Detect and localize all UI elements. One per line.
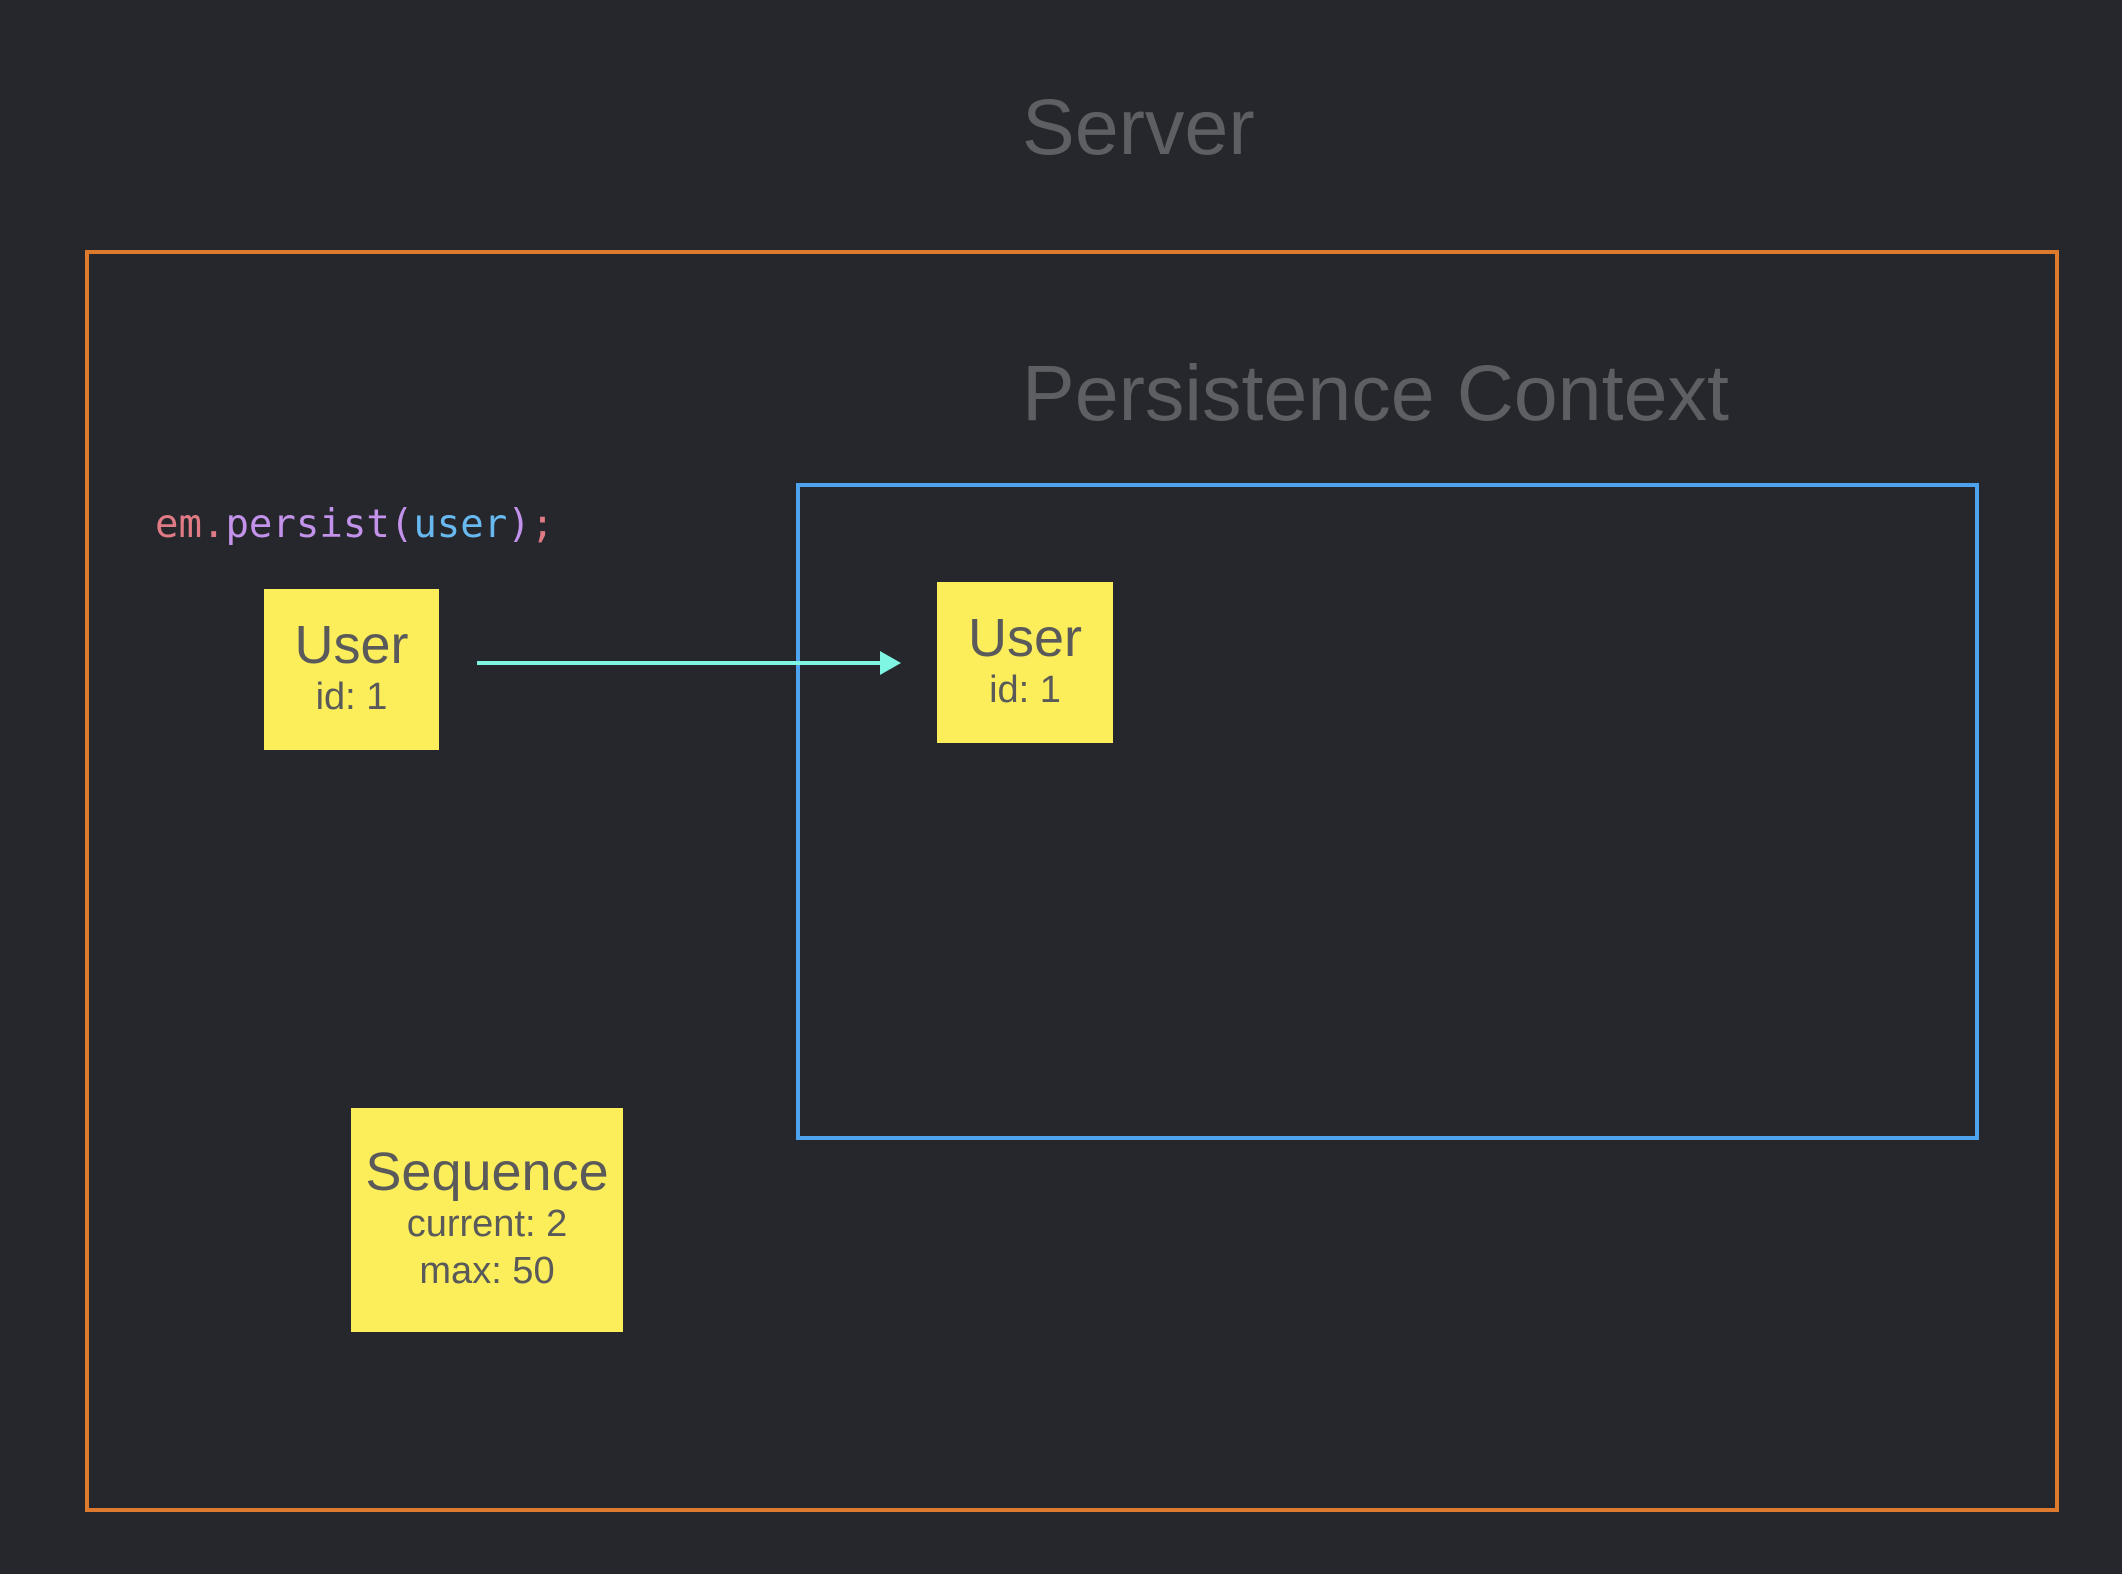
managed-user-entity-note: User id: 1	[937, 582, 1113, 743]
server-title: Server	[1022, 82, 1255, 171]
user-entity-note: User id: 1	[264, 589, 439, 750]
sequence-note-title: Sequence	[365, 1142, 609, 1203]
code-dot: .	[201, 502, 226, 547]
persistence-context-boundary	[796, 483, 1979, 1140]
persistence-context-title: Persistence Context	[1022, 348, 1729, 437]
user-note-title: User	[294, 615, 409, 676]
user-note-id: id: 1	[315, 676, 388, 719]
code-argument: user	[413, 502, 508, 547]
sequence-note: Sequence current: 2 max: 50	[351, 1108, 623, 1332]
sequence-max-value: max: 50	[419, 1250, 555, 1293]
server-boundary	[85, 250, 2059, 1512]
code-method: persist	[225, 502, 390, 547]
managed-user-note-title: User	[967, 608, 1082, 669]
code-close-paren: )	[507, 502, 531, 547]
code-open-paren: (	[389, 502, 414, 547]
managed-user-note-id: id: 1	[989, 669, 1061, 712]
persist-code-snippet: em.persist(user);	[155, 505, 554, 544]
code-semicolon: ;	[530, 502, 555, 547]
sequence-current-value: current: 2	[406, 1202, 568, 1245]
code-object: em	[155, 502, 202, 547]
